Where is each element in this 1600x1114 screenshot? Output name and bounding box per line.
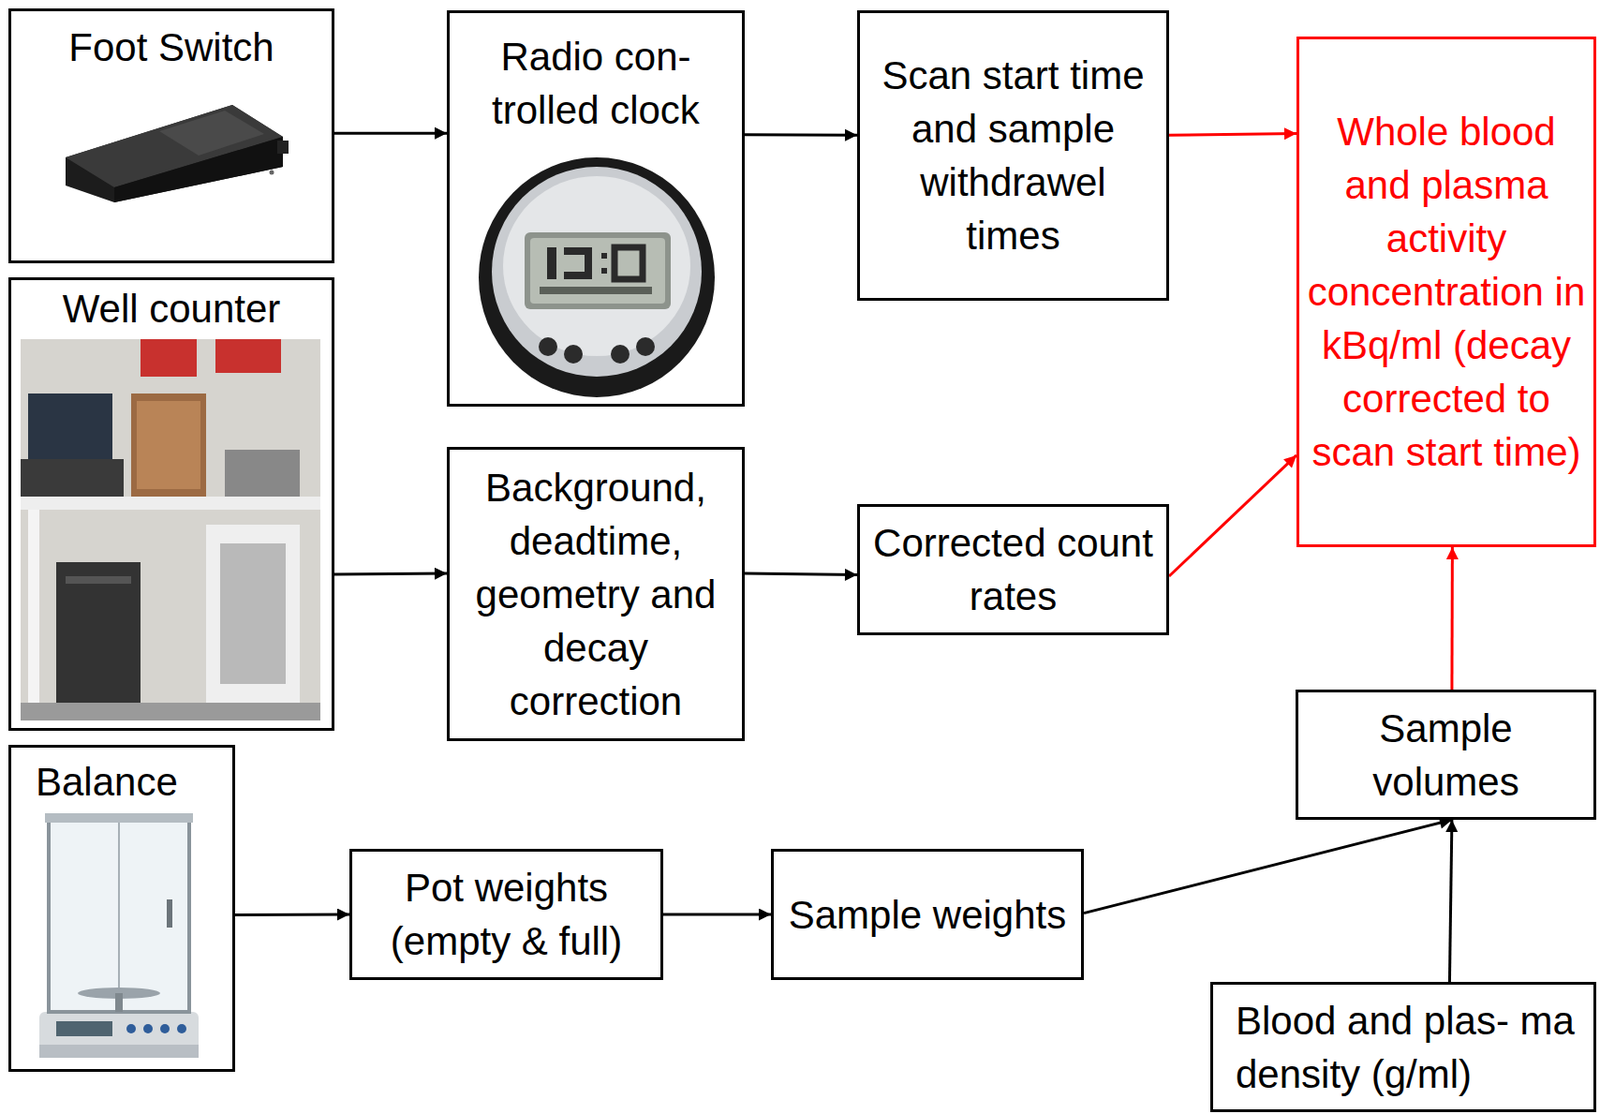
box-label: Balance xyxy=(35,755,178,809)
well-counter-photo-part xyxy=(20,702,321,721)
balance-picture-part xyxy=(143,1023,153,1034)
clock-picture-part xyxy=(563,344,583,364)
balance-picture-part xyxy=(177,1023,187,1034)
balance-picture xyxy=(39,813,199,1058)
clock-picture-part xyxy=(539,286,652,295)
device-box: Foot Switch xyxy=(8,8,335,264)
foot-switch-picture xyxy=(65,104,289,203)
clock-picture-part xyxy=(636,337,655,356)
input-box: Blood and plas- ma density (g/ml) xyxy=(1210,981,1597,1112)
flow-arrow xyxy=(334,132,447,135)
well-counter-photo-part xyxy=(56,562,141,712)
box-label: Scan start time and sample withdrawel ti… xyxy=(869,48,1157,263)
clock-picture-part xyxy=(601,267,608,274)
foot-switch-picture-part xyxy=(277,140,289,154)
box-label: Blood and plas- ma density (g/ml) xyxy=(1235,993,1585,1101)
clock-picture-part xyxy=(478,157,715,398)
foot-switch-picture-part xyxy=(114,136,283,203)
well-counter-photo-part xyxy=(224,449,300,497)
balance-picture-part xyxy=(160,1023,170,1034)
clock-picture-part xyxy=(601,252,608,259)
balance-picture-part xyxy=(118,819,120,1012)
process-box: Sample weights xyxy=(770,848,1084,980)
box-label: Whole blood and plasma activity concentr… xyxy=(1306,104,1586,479)
clock-picture-part xyxy=(610,344,630,364)
box-label: Foot Switch xyxy=(68,20,274,75)
clock-picture-part xyxy=(503,176,691,356)
flow-arrow xyxy=(334,573,447,575)
box-label: Sample volumes xyxy=(1307,701,1585,809)
clock-picture-part xyxy=(614,247,643,280)
well-counter-photo-part xyxy=(215,339,282,373)
flow-arrow xyxy=(1449,819,1452,982)
flow-arrow xyxy=(1083,819,1452,914)
flow-arrow xyxy=(235,913,350,917)
process-box: Scan start time and sample withdrawel ti… xyxy=(857,10,1170,301)
well-counter-photo-part xyxy=(20,496,321,510)
foot-switch-picture-part xyxy=(65,104,283,203)
box-label: Background, deadtime, geometry and decay… xyxy=(459,460,733,728)
balance-picture-part xyxy=(166,899,173,928)
box-label: Corrected count rates xyxy=(869,516,1157,623)
balance-picture-part xyxy=(56,1021,113,1037)
box-label: Sample weights xyxy=(788,888,1067,942)
balance-picture-part xyxy=(115,992,123,1012)
well-counter-photo-part xyxy=(136,400,201,489)
process-box: Corrected count rates xyxy=(857,503,1170,636)
well-counter-photo-part xyxy=(28,393,113,460)
well-counter-photo-part xyxy=(131,393,207,497)
box-label: Pot weights (empty & full) xyxy=(361,860,652,968)
well-counter-photo-part xyxy=(28,509,40,721)
balance-picture-part xyxy=(39,1044,199,1058)
process-box: Background, deadtime, geometry and decay… xyxy=(446,446,745,741)
well-counter-photo xyxy=(20,339,321,721)
clock-picture-part xyxy=(491,166,702,377)
result-box: Whole blood and plasma activity concentr… xyxy=(1296,36,1597,548)
flow-arrow xyxy=(663,913,771,917)
well-counter-photo-part xyxy=(20,339,321,721)
foot-switch-picture-part xyxy=(269,170,275,176)
box-label: Well counter xyxy=(62,281,282,336)
box-label: Radio con- trolled clock xyxy=(457,29,735,137)
clock-picture xyxy=(478,157,715,398)
well-counter-photo-part xyxy=(220,543,286,684)
device-box: Radio con- trolled clock xyxy=(446,10,745,407)
flow-arrow xyxy=(1169,133,1297,136)
device-box: Balance xyxy=(8,744,236,1072)
flow-arrow xyxy=(1450,547,1453,690)
clock-picture-part xyxy=(547,247,557,280)
flow-arrow xyxy=(744,573,858,576)
well-counter-photo-part xyxy=(65,576,132,584)
clock-picture-part xyxy=(524,232,671,310)
well-counter-photo-part xyxy=(140,339,197,377)
clock-picture-part xyxy=(538,337,558,356)
device-box: Well counter xyxy=(8,277,335,731)
well-counter-photo-part xyxy=(20,459,124,497)
process-box: Sample volumes xyxy=(1295,689,1597,820)
well-counter-photo-part xyxy=(206,524,300,712)
flow-arrow xyxy=(744,133,858,136)
balance-picture-part xyxy=(48,819,190,1012)
clock-picture-part xyxy=(530,237,666,304)
balance-picture-part xyxy=(44,813,193,823)
clock-picture-part xyxy=(563,271,593,280)
process-box: Pot weights (empty & full) xyxy=(349,848,664,980)
balance-picture-part xyxy=(126,1023,136,1034)
flow-arrow xyxy=(1169,455,1297,577)
